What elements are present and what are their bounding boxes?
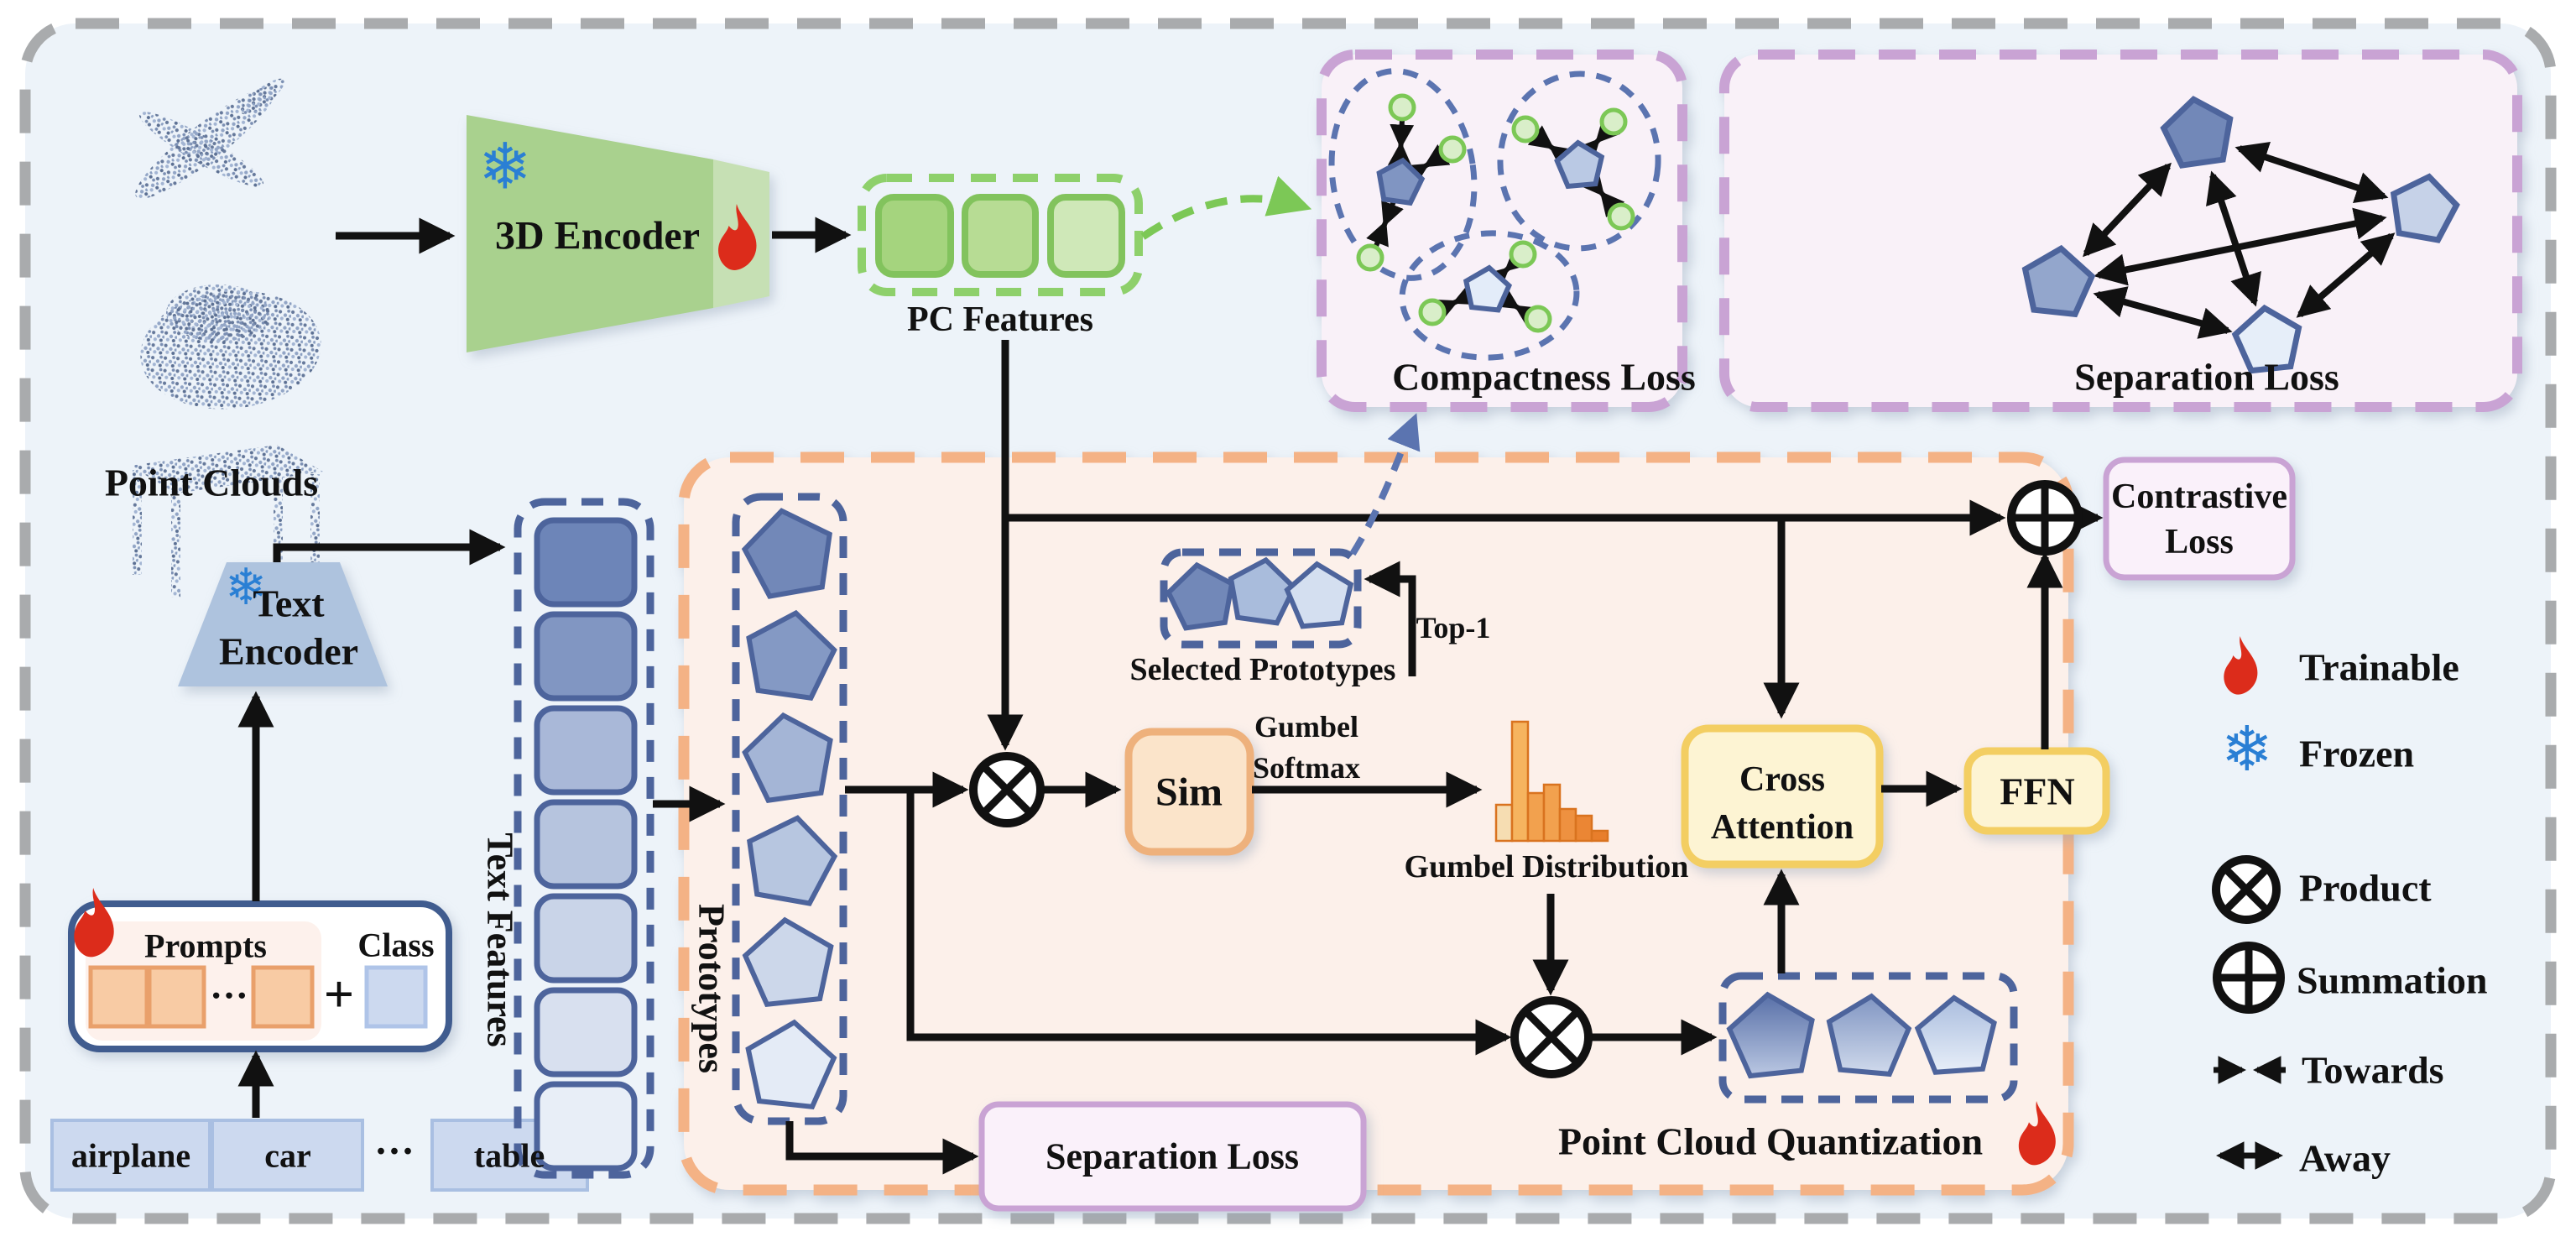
pc-feature-tokens [875,194,1125,278]
gumbel-distribution-label: Gumbel Distribution [1404,849,1689,885]
selected-prototype-pentagons [1165,556,1354,631]
text-encoder-label-line1: Text [253,582,325,625]
separation-loss-top-label: Separation Loss [2074,355,2339,399]
class-name-car: car [264,1136,311,1175]
gumbel-softmax-line2: Softmax [1253,751,1360,785]
legend-trainable-label: Trainable [2299,645,2459,689]
encoder-3d-label: 3D Encoder [495,213,700,258]
gumbel-softmax-line1: Gumbel [1254,710,1359,744]
contrastive-loss-box [2103,457,2296,581]
class-name-table: table [473,1136,545,1175]
point-cloud-quantization-label: Point Cloud Quantization [1557,1119,1984,1163]
ffn-box [1963,747,2110,835]
plus-sign: + [323,964,355,1024]
cross-attention-box [1681,724,1884,869]
circled-plus-icon [2213,942,2285,1014]
car-point-cloud [140,284,321,410]
product-node-bottom [1510,996,1593,1078]
pc-features-to-compactness-arrow [1140,175,1312,240]
separation-loss-bottom-label: Separation Loss [1046,1135,1299,1177]
legend-product-label: Product [2299,866,2432,910]
legend-towards-label: Towards [2302,1048,2444,1092]
point-clouds-label: Point Clouds [104,461,319,504]
compactness-loss-label: Compactness Loss [1392,355,1696,399]
sim-label: Sim [1155,770,1223,815]
class-name-ellipsis: ··· [373,1129,415,1174]
prototype-pentagons [741,508,838,1110]
compactness-prototypes [1376,139,1605,313]
circled-times-icon [2212,855,2281,924]
prompt-ellipsis: ··· [209,973,249,1017]
flow-arrows [237,217,2104,1175]
class-label: Class [357,926,435,964]
gumbel-distribution-histogram [1494,720,1609,843]
snowflake-icon: ❄ [478,128,532,204]
selected-to-compactness-arrow [1349,413,1421,556]
contrastive-loss-line2: Loss [2165,523,2234,561]
top-1-label: Top-1 [1416,611,1491,644]
pc-features-box [858,174,1143,296]
summation-node [2007,480,2083,556]
text-features-label: Text Features [479,832,521,1047]
prompts-label: Prompts [144,926,267,965]
selected-prototypes-box [1160,548,1362,649]
legend-summation-label: Summation [2297,958,2488,1002]
quantized-prototypes-box [1718,972,2018,1104]
class-token [364,965,428,1029]
contrastive-loss-line1: Contrastive [2111,477,2287,516]
separation-links [2083,142,2396,339]
sim-box [1124,728,1254,856]
text-feature-tokens [534,517,638,1172]
text-encoder-label-line2: Encoder [218,629,359,673]
prompt-tokens [88,965,315,1029]
compactness-samples [1356,93,1635,333]
prototypes-label: Prototypes [691,903,733,1074]
text-encoder-shape [178,562,388,686]
selected-prototypes-label: Selected Prototypes [1129,652,1396,687]
class-name-airplane: airplane [70,1136,191,1175]
cross-attention-line1: Cross [1739,760,1825,799]
quantized-prototype-pentagons [1726,991,1997,1079]
legend-frozen-label: Frozen [2299,732,2415,775]
separation-prototypes [2021,96,2460,374]
snowflake-icon: ❄ [224,558,268,617]
pc-features-label: PC Features [907,300,1093,339]
snowflake-icon: ❄ [2220,713,2274,785]
table-point-cloud [130,445,323,598]
compactness-clusters [1328,68,1661,361]
legend-away-label: Away [2299,1136,2391,1180]
text-features-box [514,498,654,1179]
airplane-point-cloud [135,78,284,199]
cross-attention-line2: Attention [1710,808,1854,847]
separation-loss-bottom-box [978,1101,1367,1212]
product-node-top [969,752,1045,827]
ffn-label: FFN [2000,770,2075,813]
